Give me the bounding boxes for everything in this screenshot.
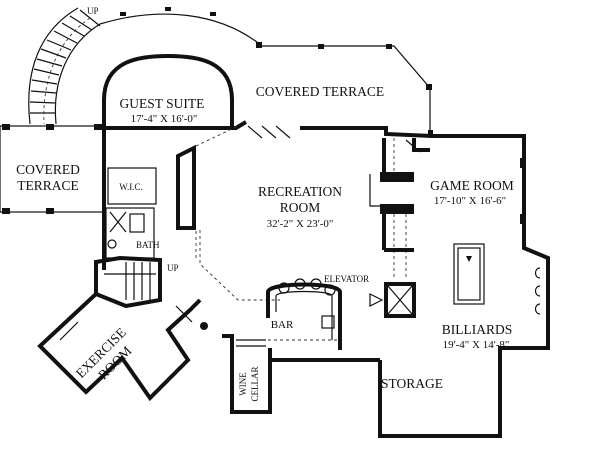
recreation-dim: 32'-2" X 23'-0" [267, 218, 334, 230]
game-room-divider [369, 138, 430, 280]
storage-name: STORAGE [381, 376, 443, 391]
exercise-wing [37, 292, 208, 402]
elevator-name: ELEVATOR [324, 274, 369, 284]
covered-terrace-left-line2: TERRACE [17, 178, 79, 193]
billiards-dim: 19'-4" X 14'-8" [443, 339, 510, 351]
guest-suite-name: GUEST SUITE [120, 96, 205, 111]
billiard-table [453, 243, 485, 305]
elevator [369, 282, 416, 318]
bar-name: BAR [271, 319, 294, 331]
wine-cellar-line1: WINE [238, 372, 248, 396]
game-room-windows [520, 158, 526, 224]
stair-up-label-middle: UP [167, 263, 179, 273]
covered-terrace-left-line1: COVERED [16, 162, 80, 177]
wic-box [107, 167, 157, 205]
wine-cellar-line2: CELLAR [250, 367, 260, 402]
storage-wall [268, 354, 502, 436]
stair-up-label-top: UP [87, 6, 99, 16]
wine-cellar-wall [222, 334, 272, 414]
covered-terrace-top-name: COVERED TERRACE [256, 84, 384, 99]
game-room-name: GAME ROOM [430, 178, 514, 193]
wic-name: W.I.C. [119, 182, 142, 192]
bath-name: BATH [136, 240, 160, 250]
billiards-name: BILLIARDS [442, 322, 513, 337]
recreation-left-wall [176, 144, 196, 230]
cue-rack [534, 267, 541, 315]
recreation-name-line2: ROOM [280, 200, 321, 215]
bar-counter [266, 278, 342, 350]
recreation-outline [195, 125, 280, 301]
curved-stair [28, 7, 101, 125]
recreation-name-line1: RECREATION [258, 184, 342, 199]
game-room-outer-wall [378, 134, 550, 438]
guest-suite-dim: 17'-4" X 16'-0" [131, 113, 198, 125]
guest-suite-wall [102, 53, 234, 134]
terrace-outline [99, 7, 433, 136]
game-room-dim: 17'-10" X 16'-6" [434, 195, 506, 207]
